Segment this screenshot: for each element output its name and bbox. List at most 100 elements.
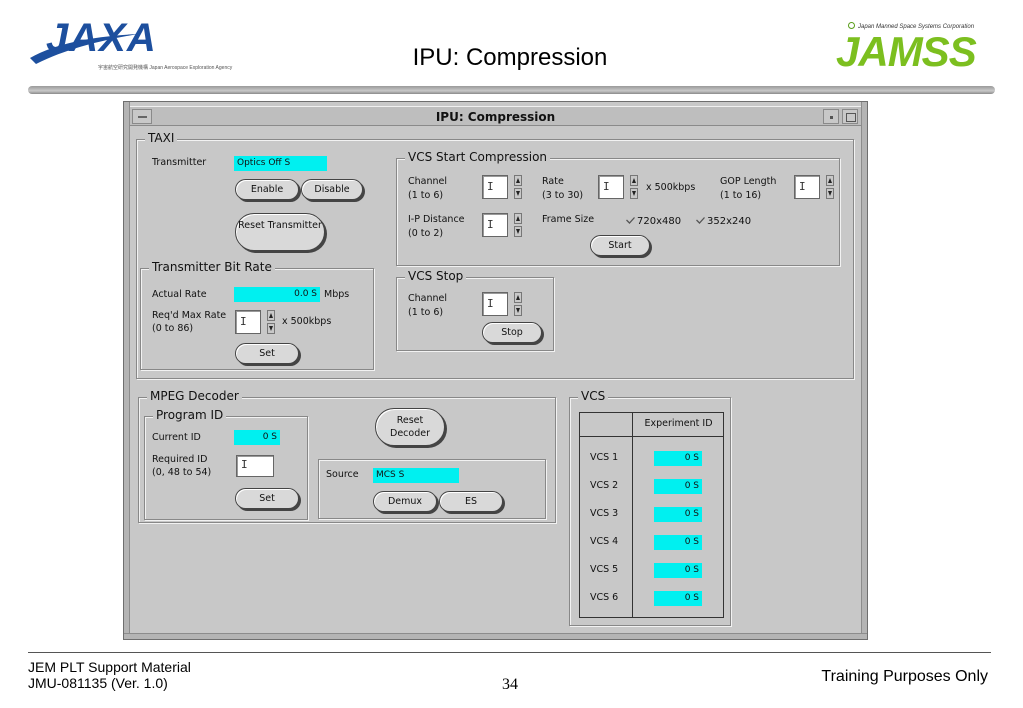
enable-button[interactable]: Enable — [235, 179, 299, 200]
window-titlebar[interactable]: IPU: Compression — [130, 106, 861, 126]
window-border-left — [124, 102, 130, 639]
table-row-label: VCS 6 — [590, 592, 619, 603]
table-row-value: 0 S — [654, 451, 702, 466]
disable-button[interactable]: Disable — [301, 179, 363, 200]
spin-up-icon[interactable] — [267, 310, 275, 321]
rate-label: Rate — [542, 176, 564, 187]
required-id-input[interactable]: I — [236, 455, 274, 477]
bit-rate-set-button[interactable]: Set — [235, 343, 299, 364]
vcs-stop-group: VCS Stop — [396, 269, 554, 351]
table-row-value: 0 S — [654, 535, 702, 550]
table-row-label: VCS 1 — [590, 452, 619, 463]
rate-range: (3 to 30) — [542, 190, 584, 201]
vcs-start-group-title: VCS Start Compression — [405, 150, 551, 164]
table-row-label: VCS 2 — [590, 480, 619, 491]
es-button[interactable]: ES — [439, 491, 503, 512]
spin-down-icon[interactable] — [826, 188, 834, 199]
minimize-icon[interactable] — [823, 109, 839, 124]
spin-down-icon[interactable] — [514, 305, 522, 316]
window-menu-icon[interactable] — [132, 109, 152, 124]
transmitter-status: Optics Off S — [234, 156, 327, 171]
spin-up-icon[interactable] — [826, 175, 834, 186]
reset-decoder-button[interactable]: Reset Decoder — [375, 408, 445, 446]
table-row-label: VCS 3 — [590, 508, 619, 519]
max-rate-stepper[interactable] — [267, 310, 275, 334]
window-title: IPU: Compression — [435, 110, 556, 124]
stop-button[interactable]: Stop — [482, 322, 542, 343]
jaxa-logo-text: JAXA — [46, 16, 157, 60]
required-id-label: Required ID — [152, 454, 208, 465]
program-id-set-button[interactable]: Set — [235, 488, 299, 509]
taxi-group-title: TAXI — [145, 131, 178, 145]
spin-down-icon[interactable] — [514, 226, 522, 237]
start-button[interactable]: Start — [590, 235, 650, 256]
spin-up-icon[interactable] — [514, 175, 522, 186]
gop-length-input[interactable]: I — [794, 175, 820, 199]
stop-channel-range: (1 to 6) — [408, 307, 444, 318]
stop-channel-input[interactable]: I — [482, 292, 508, 316]
jamss-logo: Japan Manned Space Systems Corporation J… — [832, 18, 1002, 75]
rate-unit: x 500kbps — [646, 182, 696, 193]
frame-size-720x480-label: 720x480 — [637, 216, 682, 227]
gop-length-stepper[interactable] — [826, 175, 834, 199]
footer-divider — [28, 652, 991, 653]
frame-size-720x480-option[interactable]: 720x480 — [626, 216, 681, 227]
reset-transmitter-button[interactable]: Reset Transmitter — [235, 213, 325, 251]
vcs-stop-group-title: VCS Stop — [405, 269, 467, 283]
frame-size-label: Frame Size — [542, 214, 595, 225]
max-rate-label: Req'd Max Rate — [152, 310, 227, 321]
table-row-value: 0 S — [654, 563, 702, 578]
spin-up-icon[interactable] — [514, 213, 522, 224]
gop-length-label: GOP Length — [720, 176, 777, 187]
start-channel-input[interactable]: I — [482, 175, 508, 199]
rate-stepper[interactable] — [630, 175, 638, 199]
mpeg-group-title: MPEG Decoder — [147, 389, 242, 403]
bit-rate-group-title: Transmitter Bit Rate — [149, 260, 275, 274]
window-border-right — [861, 102, 867, 639]
current-id-value: 0 S — [234, 430, 280, 445]
footer-material-name: JEM PLT Support Material — [28, 659, 191, 675]
max-rate-range: (0 to 86) — [152, 323, 194, 334]
jamss-logo-text: JAMSS — [836, 28, 977, 75]
table-row-value: 0 S — [654, 507, 702, 522]
max-rate-input[interactable]: I — [235, 310, 261, 334]
taxi-group: TAXI — [136, 131, 854, 379]
mpeg-decoder-group: MPEG Decoder — [138, 389, 556, 523]
actual-rate-unit: Mbps — [324, 289, 350, 300]
rate-input[interactable]: I — [598, 175, 624, 199]
footer-left: JEM PLT Support Material JMU-081135 (Ver… — [28, 659, 191, 691]
frame-size-352x240-option[interactable]: 352x240 — [696, 216, 751, 227]
current-id-label: Current ID — [152, 432, 201, 443]
spin-down-icon[interactable] — [267, 323, 275, 334]
ipu-compression-window: IPU: Compression TAXI Transmitter Optics… — [123, 101, 868, 640]
table-row-label: VCS 4 — [590, 536, 619, 547]
source-group — [318, 459, 546, 519]
spin-up-icon[interactable] — [630, 175, 638, 186]
start-channel-range: (1 to 6) — [408, 190, 444, 201]
table-row-value: 0 S — [654, 591, 702, 606]
page-number: 34 — [502, 676, 518, 693]
vcs-start-compression-group: VCS Start Compression — [396, 150, 840, 266]
ip-distance-stepper[interactable] — [514, 213, 522, 237]
spin-up-icon[interactable] — [514, 292, 522, 303]
jaxa-swoosh-icon — [30, 34, 138, 64]
ip-distance-label: I-P Distance — [408, 214, 465, 225]
check-icon — [696, 217, 705, 224]
spin-down-icon[interactable] — [630, 188, 638, 199]
ip-distance-range: (0 to 2) — [408, 228, 444, 239]
jaxa-logo: JAXA 宇宙航空研究開発機構 Japan Aerospace Explorat… — [28, 14, 232, 78]
stop-channel-stepper[interactable] — [514, 292, 522, 316]
maximize-icon[interactable] — [842, 109, 858, 124]
actual-rate-label: Actual Rate — [152, 289, 207, 300]
demux-button[interactable]: Demux — [373, 491, 437, 512]
window-border-bottom — [124, 633, 867, 639]
ip-distance-input[interactable]: I — [482, 213, 508, 237]
spin-down-icon[interactable] — [514, 188, 522, 199]
jamss-tagline: Japan Manned Space Systems Corporation — [858, 24, 975, 30]
start-channel-label: Channel — [408, 176, 448, 187]
vcs-group-title: VCS — [578, 389, 609, 403]
frame-size-352x240-label: 352x240 — [707, 216, 752, 227]
start-channel-stepper[interactable] — [514, 175, 522, 199]
table-row-value: 0 S — [654, 479, 702, 494]
required-id-range: (0, 48 to 54) — [152, 467, 212, 478]
